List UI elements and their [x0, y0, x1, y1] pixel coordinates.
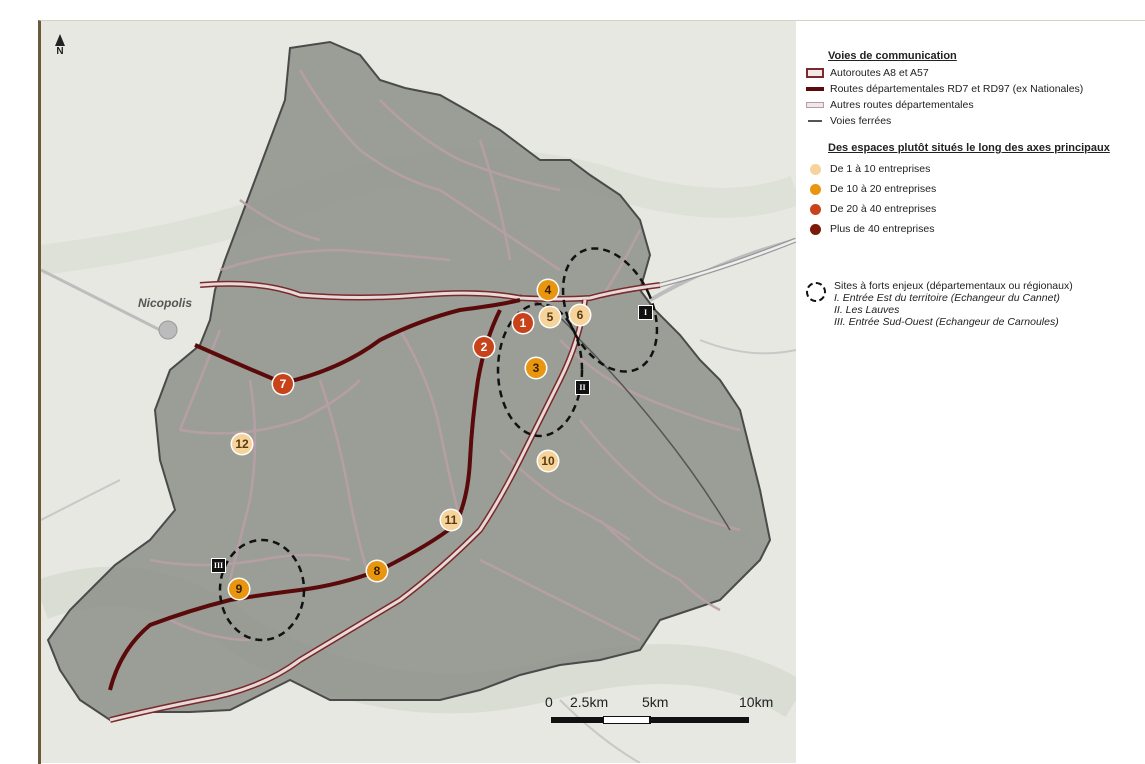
scale-label-10: 10km — [739, 694, 774, 710]
legend-label-motorway: Autoroutes A8 et A57 — [830, 67, 929, 79]
marker-11: 11 — [441, 510, 461, 530]
legend-title-classes: Des espaces plutôt situés le long des ax… — [828, 142, 1110, 154]
north-arrow: N — [50, 34, 70, 57]
legend-row-secondary-road: Autres routes départementales — [806, 98, 1136, 112]
legend-row-main-road: Routes départementales RD7 et RD97 (ex N… — [806, 82, 1136, 96]
marker-5: 5 — [540, 307, 560, 327]
legend-row-rail: Voies ferrées — [806, 114, 1136, 128]
map-area — [41, 21, 796, 763]
marker-9: 9 — [229, 579, 249, 599]
legend: Voies de communication Autoroutes A8 et … — [806, 50, 1136, 328]
legend-row-motorway: Autoroutes A8 et A57 — [806, 66, 1136, 80]
marker-4: 4 — [538, 280, 558, 300]
legend-label-class-4: Plus de 40 entreprises — [830, 223, 935, 235]
legend-row-class-2: De 10 à 20 entreprises — [806, 182, 1136, 196]
scale-bar: 0 2.5km 5km 10km — [545, 690, 790, 730]
legend-label-class-2: De 10 à 20 entreprises — [830, 183, 937, 195]
marker-10: 10 — [538, 451, 558, 471]
legend-row-sites: Sites à forts enjeux (départementaux ou … — [806, 280, 1136, 328]
scale-segment-1 — [551, 717, 603, 723]
marker-7: 7 — [273, 374, 293, 394]
map-canvas — [41, 21, 796, 763]
dashed-ring-icon — [806, 282, 826, 302]
legend-label-rail: Voies ferrées — [830, 115, 892, 127]
legend-site-3: III. Entrée Sud-Ouest (Echangeur de Carn… — [834, 316, 1059, 328]
north-arrow-icon — [55, 34, 65, 46]
marker-12: 12 — [232, 434, 252, 454]
marker-2: 2 — [474, 337, 494, 357]
scale-label-5: 5km — [642, 694, 669, 710]
scale-segment-3 — [649, 717, 749, 723]
marker-8: 8 — [367, 561, 387, 581]
legend-label-sites: Sites à forts enjeux (départementaux ou … — [834, 280, 1073, 292]
north-label: N — [56, 46, 64, 57]
site-tag-ii: II — [575, 380, 590, 395]
scale-segment-2 — [603, 716, 651, 724]
legend-site-2: II. Les Lauves — [834, 304, 900, 316]
marker-1: 1 — [513, 313, 533, 333]
legend-site-1: I. Entrée Est du territoire (Echangeur d… — [834, 292, 1060, 304]
legend-row-class-1: De 1 à 10 entreprises — [806, 162, 1136, 176]
legend-label-secondary-road: Autres routes départementales — [830, 99, 974, 111]
site-tag-iii: III — [211, 558, 226, 573]
city-label-nicopolis: Nicopolis — [138, 296, 193, 310]
site-tag-i: I — [638, 305, 653, 320]
legend-row-class-4: Plus de 40 entreprises — [806, 222, 1136, 236]
marker-6: 6 — [570, 305, 590, 325]
scale-label-0: 0 — [545, 694, 553, 710]
marker-3: 3 — [526, 358, 546, 378]
legend-label-class-3: De 20 à 40 entreprises — [830, 203, 937, 215]
legend-row-class-3: De 20 à 40 entreprises — [806, 202, 1136, 216]
legend-title-roads: Voies de communication — [828, 50, 957, 62]
scale-label-2-5: 2.5km — [570, 694, 609, 710]
legend-label-class-1: De 1 à 10 entreprises — [830, 163, 931, 175]
territory-area — [46, 40, 772, 722]
legend-label-main-road: Routes départementales RD7 et RD97 (ex N… — [830, 83, 1084, 95]
